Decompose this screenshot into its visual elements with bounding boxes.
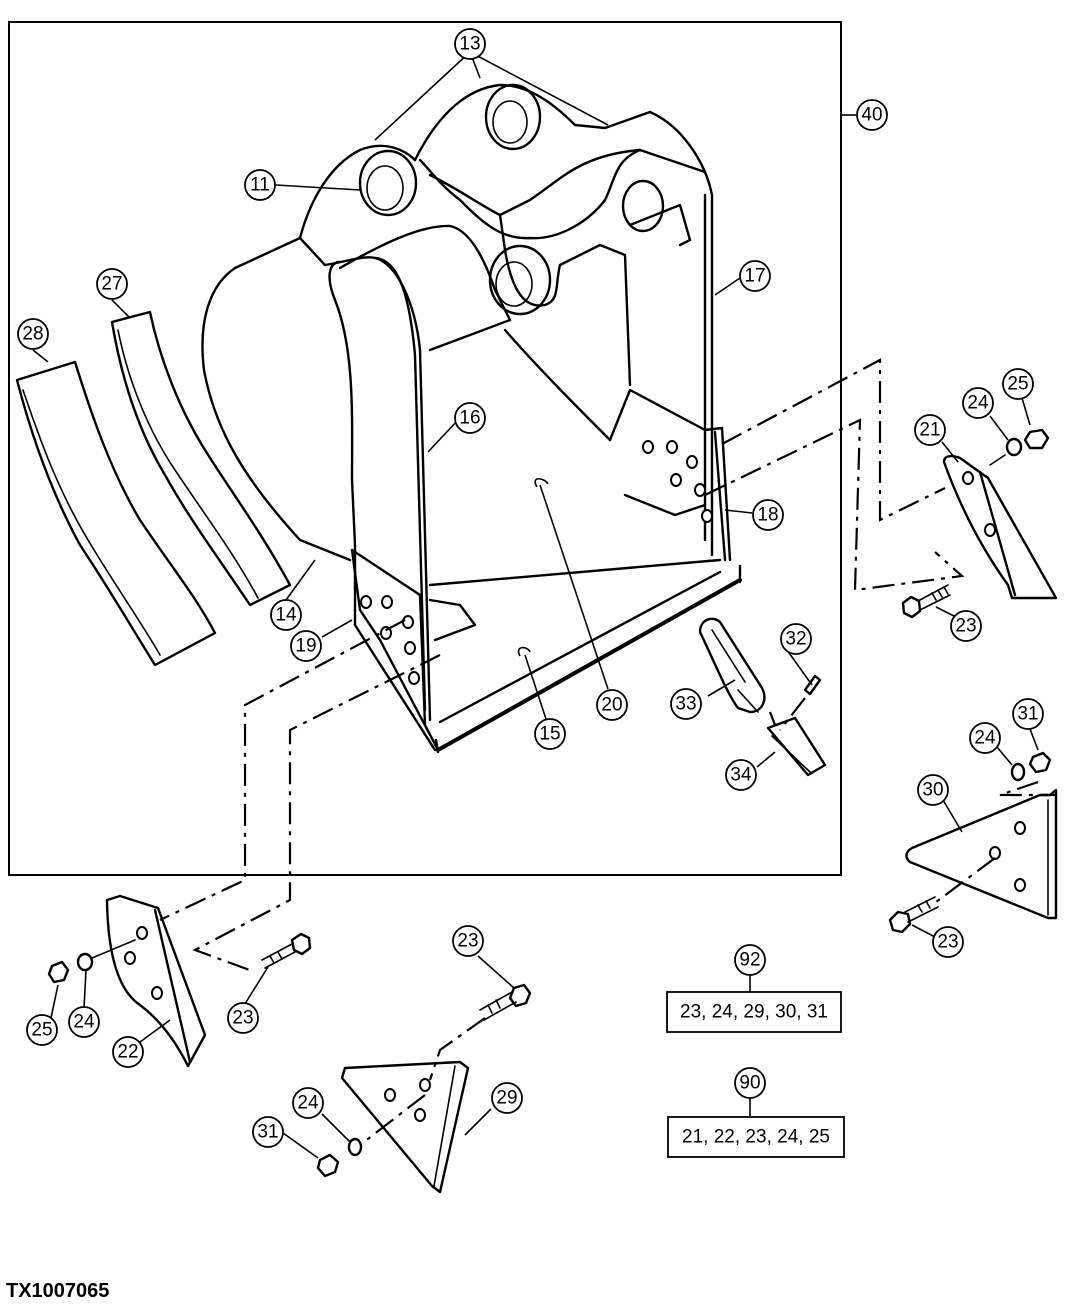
svg-text:22: 22 <box>117 1042 138 1063</box>
bucket-body <box>201 83 742 754</box>
svg-text:29: 29 <box>496 1088 517 1109</box>
svg-text:25: 25 <box>31 1020 52 1041</box>
side-plate-holes <box>360 440 713 685</box>
svg-text:15: 15 <box>539 724 560 745</box>
callout-32: 32 <box>780 623 812 655</box>
callout-25-b: 25 <box>26 1014 58 1046</box>
svg-text:14: 14 <box>275 605 297 626</box>
svg-text:33: 33 <box>675 694 696 715</box>
svg-text:23: 23 <box>955 616 976 637</box>
callout-24-c: 24 <box>68 1006 100 1038</box>
svg-text:25: 25 <box>1007 374 1028 395</box>
callout-14: 14 <box>270 599 302 631</box>
callout-92: 92 <box>734 944 766 976</box>
tooth-tip-34 <box>766 716 827 777</box>
tooth-adapter-33 <box>698 617 766 714</box>
svg-text:90: 90 <box>739 1073 760 1094</box>
svg-text:23: 23 <box>457 931 478 952</box>
hardware-bottom <box>316 1137 363 1178</box>
svg-text:21, 22, 23, 24, 25: 21, 22, 23, 24, 25 <box>682 1127 830 1148</box>
callout-20: 20 <box>596 689 628 721</box>
callout-13: 13 <box>454 28 486 60</box>
svg-text:40: 40 <box>861 105 882 126</box>
svg-text:18: 18 <box>757 505 778 526</box>
kit-90-box: 21, 22, 23, 24, 25 <box>667 1116 845 1158</box>
leader-lines <box>32 51 1039 1159</box>
hardware-left <box>47 939 136 984</box>
svg-text:13: 13 <box>459 34 480 55</box>
callout-16: 16 <box>454 402 486 434</box>
callout-18: 18 <box>752 499 784 531</box>
svg-text:23, 24, 29, 30, 31: 23, 24, 29, 30, 31 <box>680 1002 828 1023</box>
callout-19: 19 <box>290 630 322 662</box>
corner-plate-29 <box>340 1060 470 1194</box>
callout-30: 30 <box>917 774 949 806</box>
retainer-pin-32 <box>768 674 822 731</box>
svg-text:11: 11 <box>250 175 270 196</box>
callout-90: 90 <box>734 1067 766 1099</box>
callout-23-a: 23 <box>950 610 982 642</box>
svg-text:31: 31 <box>1017 704 1038 725</box>
hardware-right-lower <box>888 751 1052 934</box>
svg-text:92: 92 <box>739 950 760 971</box>
callout-24-b: 24 <box>969 722 1001 754</box>
svg-text:17: 17 <box>744 266 765 287</box>
callout-33: 33 <box>670 688 702 720</box>
svg-text:30: 30 <box>922 780 943 801</box>
bolt-23-bottom <box>479 983 532 1021</box>
side-cutter-22 <box>105 894 207 1068</box>
assembly-lines <box>159 358 1056 1146</box>
svg-text:32: 32 <box>785 629 806 650</box>
kit-92-box: 23, 24, 29, 30, 31 <box>666 991 842 1033</box>
callout-40: 40 <box>856 99 888 131</box>
callout-15: 15 <box>534 718 566 750</box>
svg-text:19: 19 <box>295 636 316 657</box>
svg-text:31: 31 <box>257 1122 278 1143</box>
callout-27: 27 <box>96 268 128 300</box>
callout-31-a: 31 <box>1012 698 1044 730</box>
callout-17: 17 <box>739 260 771 292</box>
svg-text:20: 20 <box>601 695 622 716</box>
svg-text:24: 24 <box>974 728 996 749</box>
callout-23-c: 23 <box>452 925 484 957</box>
corner-plate-30 <box>905 788 1058 920</box>
hardware-right-upper <box>989 428 1050 466</box>
svg-text:27: 27 <box>101 274 122 295</box>
callout-23-d: 23 <box>227 1002 259 1034</box>
svg-text:24: 24 <box>297 1093 319 1114</box>
bolt-23-right-upper <box>901 584 951 619</box>
svg-text:34: 34 <box>730 765 752 786</box>
svg-text:23: 23 <box>232 1008 253 1029</box>
callout-24-a: 24 <box>962 387 994 419</box>
hinge-bosses <box>358 83 665 316</box>
svg-text:21: 21 <box>919 420 940 441</box>
callout-24-d: 24 <box>292 1087 324 1119</box>
callout-25-a: 25 <box>1002 368 1034 400</box>
callout-23-b: 23 <box>932 926 964 958</box>
assembly-frame <box>8 21 842 876</box>
svg-text:28: 28 <box>22 324 43 345</box>
callout-22: 22 <box>112 1036 144 1068</box>
callout-21: 21 <box>914 414 946 446</box>
svg-text:16: 16 <box>459 408 480 429</box>
callout-34: 34 <box>725 759 757 791</box>
callout-29: 29 <box>491 1082 523 1114</box>
svg-text:24: 24 <box>967 393 989 414</box>
wear-strip-28 <box>15 360 217 667</box>
svg-text:23: 23 <box>937 932 958 953</box>
figure-reference: TX1007065 <box>6 1280 109 1302</box>
svg-text:24: 24 <box>73 1012 95 1033</box>
bolt-23-left <box>261 932 312 969</box>
callout-28: 28 <box>17 318 49 350</box>
callout-31-b: 31 <box>252 1116 284 1148</box>
callout-11: 11 <box>244 169 276 201</box>
wear-strip-27 <box>110 310 292 607</box>
side-cutter-21 <box>942 454 1058 600</box>
